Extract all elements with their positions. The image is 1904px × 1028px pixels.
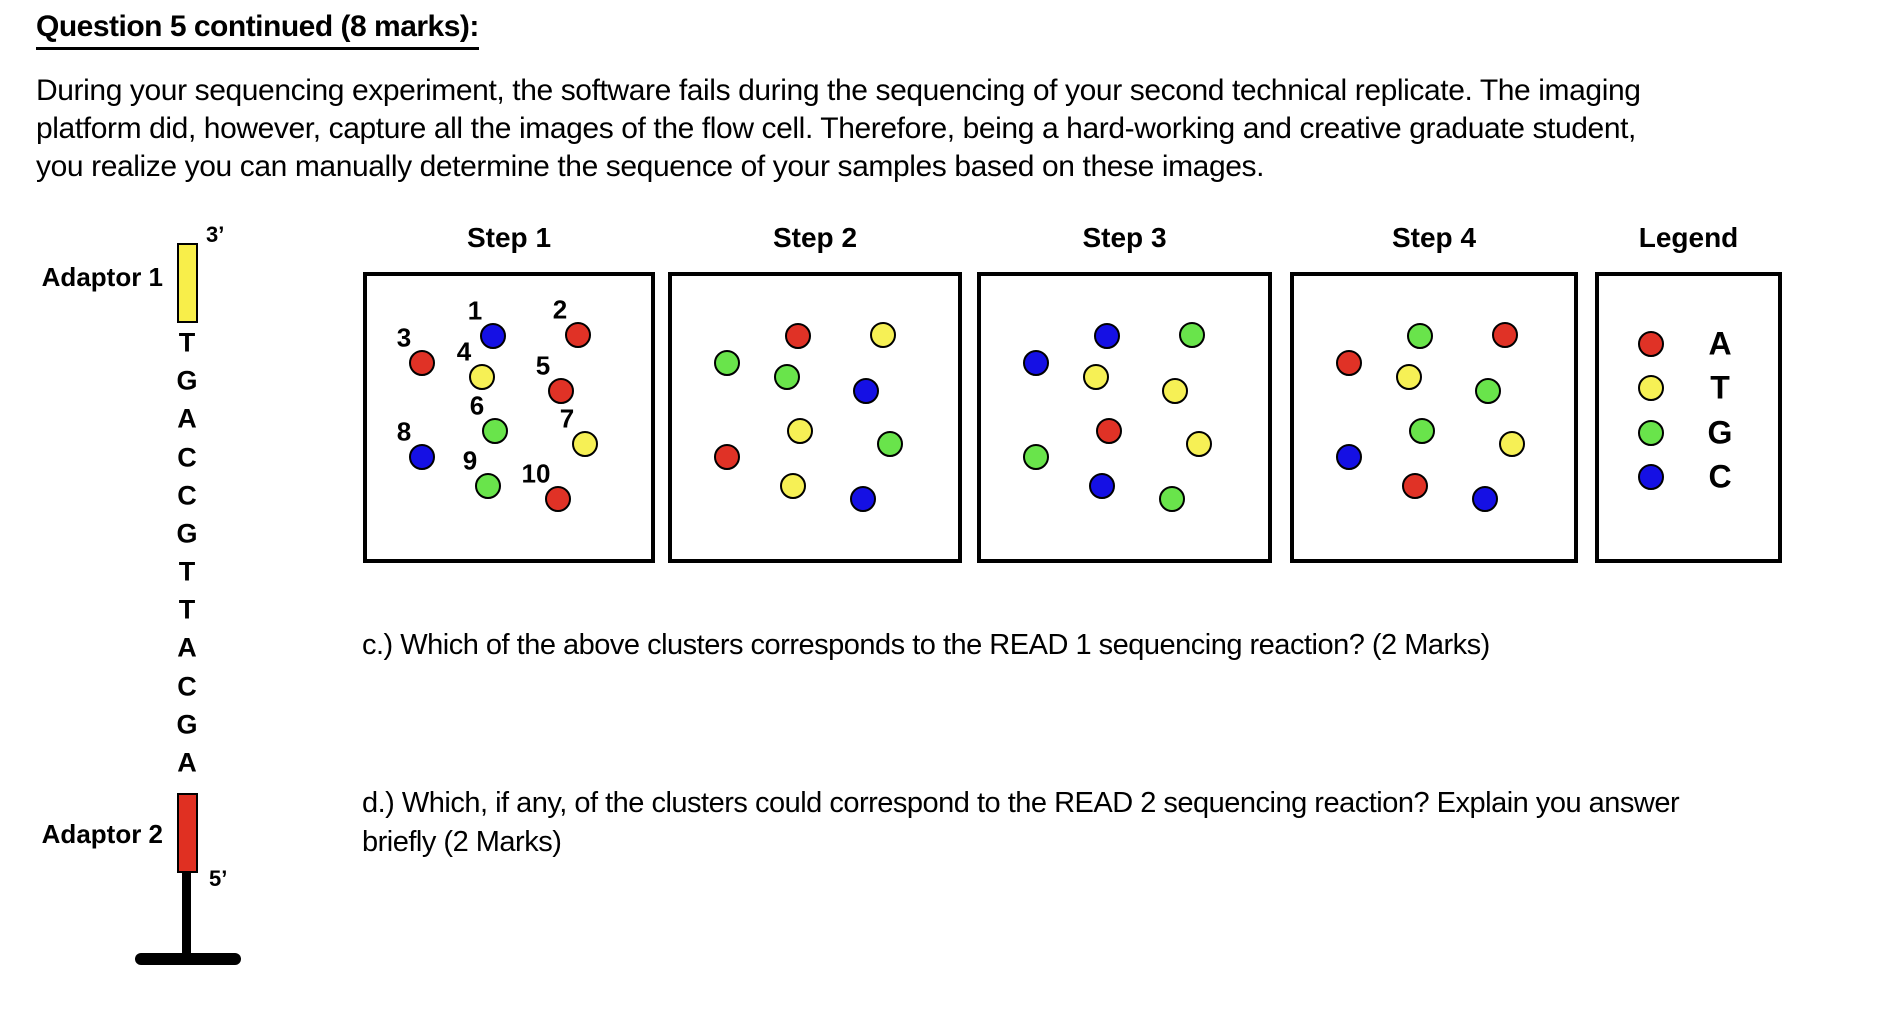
cluster-number-7: 7 [559, 403, 575, 434]
cluster-dot-1-base-A [785, 323, 811, 349]
adaptor-base-1: T [178, 327, 196, 358]
cluster-dot-4-base-T [1083, 364, 1109, 390]
cluster-dot-1-base-C [1094, 323, 1120, 349]
cluster-number-9: 9 [462, 445, 478, 476]
cluster-dot-7-base-T [1499, 431, 1525, 457]
legend-dot-G [1638, 419, 1664, 446]
cluster-dot-1-base-G [1407, 323, 1433, 349]
question-d: d.) Which, if any, of the clusters could… [362, 784, 1680, 862]
cluster-dot-7-base-T [1186, 431, 1212, 457]
cluster-dot-4-base-T [469, 364, 495, 390]
flowcell-stem [182, 871, 191, 957]
intro-line: platform did, however, capture all the i… [36, 112, 1636, 145]
cluster-dot-3-base-C [1023, 350, 1049, 376]
cluster-dot-5-base-A [548, 378, 574, 404]
question-c: c.) Which of the above clusters correspo… [362, 629, 1490, 661]
panel-title-step-1: Step 1 [466, 222, 552, 253]
cluster-number-5: 5 [535, 350, 551, 381]
five-prime-label: 5’ [209, 866, 228, 891]
cluster-dot-9-base-T [780, 473, 806, 499]
cluster-dot-10-base-A [545, 486, 571, 512]
question-d-line: briefly (2 Marks) [362, 826, 562, 858]
adaptor-base-6: G [176, 518, 198, 549]
cluster-dot-9-base-C [1089, 473, 1115, 499]
flowcell-image-step-4 [1290, 272, 1578, 563]
cluster-dot-2-base-A [1492, 322, 1518, 348]
legend-letter-C: C [1708, 458, 1732, 495]
adaptor2-label: Adaptor 2 [41, 819, 163, 849]
cluster-dot-2-base-T [870, 322, 896, 348]
cluster-dot-6-base-T [787, 418, 813, 444]
flowcell-image-step-3 [977, 272, 1272, 563]
cluster-number-3: 3 [396, 322, 412, 353]
cluster-dot-7-base-T [572, 431, 598, 457]
cluster-dot-5-base-G [1475, 378, 1501, 404]
adaptor-base-9: A [177, 632, 197, 663]
adaptor-base-5: C [177, 480, 197, 511]
adaptor-base-12: A [177, 747, 197, 778]
cluster-dot-6-base-G [482, 418, 508, 444]
adaptor-base-3: A [177, 403, 197, 434]
cluster-dot-4-base-G [774, 364, 800, 390]
adaptor-base-10: C [177, 671, 197, 702]
panel-title-step-3: Step 3 [1082, 222, 1167, 253]
intro-line: you realize you can manually determine t… [36, 150, 1265, 183]
cluster-dot-5-base-C [853, 378, 879, 404]
cluster-dot-10-base-G [1159, 486, 1185, 512]
cluster-dot-3-base-A [409, 350, 435, 376]
adaptor1-label: Adaptor 1 [41, 262, 163, 292]
panel-title-legend: Legend [1638, 222, 1739, 253]
adaptor2-rect [177, 793, 198, 873]
adaptor-base-11: G [176, 709, 198, 740]
cluster-dot-2-base-A [565, 322, 591, 348]
cluster-dot-7-base-G [877, 431, 903, 457]
cluster-dot-2-base-G [1179, 322, 1205, 348]
panel-title-step-4: Step 4 [1391, 222, 1477, 253]
cluster-number-8: 8 [396, 416, 412, 447]
legend-letter-A: A [1708, 325, 1732, 362]
adaptor-base-2: G [176, 365, 198, 396]
cluster-dot-8-base-C [409, 444, 435, 470]
intro-paragraph: During your sequencing experiment, the s… [36, 72, 1641, 186]
legend-letter-G: G [1707, 414, 1733, 451]
intro-line: During your sequencing experiment, the s… [36, 74, 1641, 107]
cluster-number-2: 2 [552, 294, 568, 325]
cluster-dot-6-base-G [1409, 418, 1435, 444]
legend-dot-A [1638, 331, 1664, 357]
cluster-dot-8-base-A [714, 444, 740, 470]
page-title: Question 5 continued (8 marks): [36, 10, 479, 50]
question-d-line: d.) Which, if any, of the clusters could… [362, 787, 1680, 819]
cluster-number-1: 1 [467, 295, 483, 326]
panel-title-step-2: Step 2 [772, 222, 858, 253]
three-prime-label: 3’ [206, 222, 225, 247]
cluster-dot-3-base-G [714, 350, 740, 376]
cluster-dot-1-base-C [480, 323, 506, 349]
cluster-dot-5-base-T [1162, 378, 1188, 404]
legend-dot-T [1638, 375, 1664, 402]
adaptor-base-7: T [178, 556, 196, 587]
legend-dot-C [1638, 464, 1664, 491]
flowcell-surface-bar [135, 953, 241, 965]
cluster-dot-6-base-A [1096, 418, 1122, 444]
cluster-dot-9-base-G [475, 473, 501, 499]
cluster-dot-10-base-C [850, 486, 876, 512]
flowcell-image-step-2 [668, 272, 962, 563]
cluster-dot-8-base-C [1336, 444, 1362, 470]
cluster-dot-4-base-T [1396, 364, 1422, 390]
legend-letter-T: T [1710, 369, 1730, 406]
cluster-dot-9-base-A [1402, 473, 1428, 499]
adaptor-base-8: T [178, 594, 196, 625]
cluster-dot-3-base-A [1336, 350, 1362, 376]
cluster-dot-8-base-G [1023, 444, 1049, 470]
adaptor-base-4: C [177, 442, 197, 473]
cluster-number-6: 6 [469, 390, 485, 421]
cluster-number-10: 10 [521, 458, 551, 489]
cluster-number-4: 4 [456, 336, 472, 367]
adaptor1-rect [177, 243, 198, 323]
flowcell-image-step-1: 1 2 3 4 5 6 7 8 9 10 [363, 272, 655, 563]
cluster-dot-10-base-C [1472, 486, 1498, 512]
